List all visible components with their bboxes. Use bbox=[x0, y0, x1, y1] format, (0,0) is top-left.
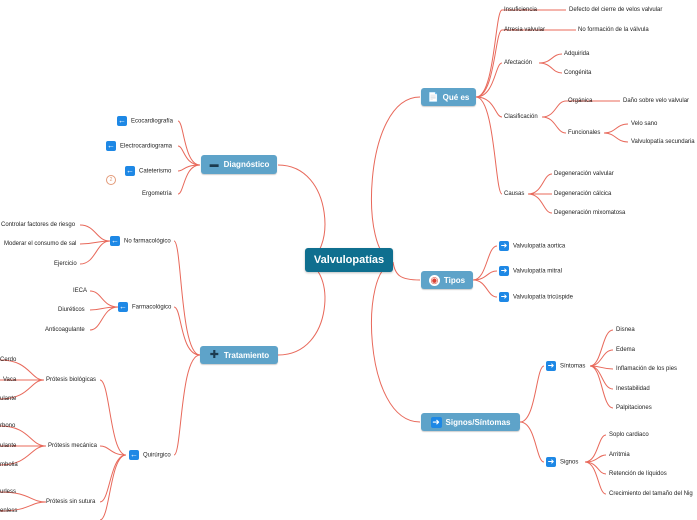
node-tipos-item[interactable]: ➜Valvulopatía tricúspide bbox=[499, 292, 573, 302]
node-organica-detail[interactable]: Daño sobre velo valvular bbox=[623, 98, 690, 104]
node-biologicas-item[interactable]: Vaca bbox=[3, 377, 17, 383]
arrow-left-icon: ← bbox=[118, 302, 128, 312]
node-afectacion-item[interactable]: Congénita bbox=[564, 70, 592, 76]
node-sin-sutura-item[interactable]: urless bbox=[0, 489, 17, 495]
node-signos-item[interactable]: Arritmia bbox=[609, 452, 630, 458]
node-signos-item[interactable]: Crecimiento del tamaño del Nig bbox=[609, 491, 693, 497]
node-diagnostico[interactable]: ▬ Diagnóstico bbox=[201, 155, 277, 174]
node-protesis-biologicas[interactable]: Prótesis biológicas bbox=[46, 377, 97, 383]
node-causas-item[interactable]: Degeneración mixomatosa bbox=[554, 210, 626, 216]
node-tratamiento-label: Tratamiento bbox=[223, 350, 270, 360]
node-que-es-label: Qué es bbox=[442, 92, 470, 102]
node-signos-sintomas[interactable]: ➜ Signos/Síntomas bbox=[421, 413, 520, 431]
node-no-farmacologico[interactable]: ←No farmacológico bbox=[110, 236, 171, 246]
node-diagnostico-item[interactable]: ←Cateterismo bbox=[125, 166, 172, 176]
arrow-left-icon: ← bbox=[129, 450, 139, 460]
minus-icon: ▬ bbox=[209, 159, 219, 169]
arrow-right-icon: ➜ bbox=[499, 241, 509, 251]
node-protesis-sin-sutura[interactable]: Prótesis sin sutura bbox=[46, 499, 96, 505]
node-tipos-item[interactable]: ➜Valvulopatía mitral bbox=[499, 266, 562, 276]
node-sintomas-item[interactable]: Disnea bbox=[616, 327, 635, 333]
node-sintomas-item[interactable]: Inestabilidad bbox=[616, 386, 650, 392]
node-farmacologico[interactable]: ←Farmacológico bbox=[118, 302, 172, 312]
arrow-left-icon: ← bbox=[110, 236, 120, 246]
arrow-right-icon: ➜ bbox=[499, 292, 509, 302]
node-biologicas-item[interactable]: ulante bbox=[0, 396, 17, 402]
arrow-right-icon: ➜ bbox=[499, 266, 509, 276]
node-signos[interactable]: ➜Signos bbox=[546, 457, 579, 467]
node-tratamiento[interactable]: ✚ Tratamiento bbox=[200, 346, 278, 364]
node-tipos[interactable]: ◉ Tipos bbox=[421, 271, 473, 289]
node-afectacion-item[interactable]: Adquirida bbox=[564, 51, 590, 57]
arrow-right-icon: ➜ bbox=[430, 416, 442, 428]
node-funcionales-item[interactable]: Valvulopatía secundaria bbox=[631, 139, 695, 145]
node-biologicas-item[interactable]: Cerdo bbox=[0, 357, 17, 363]
node-farmacologico-item[interactable]: Anticoagulante bbox=[45, 327, 85, 333]
node-no-farmacologico-item[interactable]: Moderar el consumo de sal bbox=[4, 241, 77, 247]
node-sintomas-item[interactable]: Inflamación de los pies bbox=[616, 366, 678, 372]
node-organica[interactable]: Orgánica bbox=[568, 98, 593, 104]
node-sintomas-item[interactable]: Edema bbox=[616, 347, 636, 353]
node-signos-item[interactable]: Soplo cardiaco bbox=[609, 432, 649, 438]
plus-icon: ✚ bbox=[209, 348, 219, 361]
node-insuficiencia[interactable]: Insuficiencia bbox=[504, 7, 538, 13]
node-causas[interactable]: Causas bbox=[504, 191, 525, 197]
node-quirurgico[interactable]: ←Quirúrgico bbox=[129, 450, 171, 460]
node-farmacologico-item[interactable]: IECA bbox=[73, 288, 88, 294]
arrow-right-icon: ➜ bbox=[546, 361, 556, 371]
node-afectacion[interactable]: Afectación bbox=[504, 60, 533, 66]
node-causas-item[interactable]: Degeneración valvular bbox=[554, 171, 614, 177]
document-icon: 📄 bbox=[427, 91, 439, 102]
node-causas-item[interactable]: Degeneración cálcica bbox=[554, 191, 612, 197]
node-tipos-item[interactable]: ➜Valvulopatía aortica bbox=[499, 241, 566, 251]
node-diagnostico-label: Diagnóstico bbox=[223, 160, 270, 169]
node-protesis-mecanica[interactable]: Prótesis mecánica bbox=[48, 443, 98, 449]
node-mecanica-item[interactable]: mbolia bbox=[0, 462, 18, 468]
node-farmacologico-item[interactable]: Diuréticos bbox=[58, 307, 85, 313]
node-diagnostico-item[interactable]: ←Ecocardiografía bbox=[117, 116, 174, 126]
node-funcionales-item[interactable]: Velo sano bbox=[631, 121, 658, 127]
node-no-farmacologico-item[interactable]: Controlar factores de riesgo bbox=[1, 222, 76, 228]
node-atresia[interactable]: Atresia valvular bbox=[504, 27, 546, 33]
node-sintomas[interactable]: ➜Síntomas bbox=[546, 361, 586, 371]
node-diagnostico-item[interactable]: ←Electrocardiograma bbox=[106, 141, 173, 151]
node-mecanica-item[interactable]: ulante bbox=[0, 443, 17, 449]
node-mecanica-item[interactable]: rbono bbox=[0, 423, 16, 429]
node-signos-sintomas-label: Signos/Síntomas bbox=[445, 417, 511, 427]
node-que-es[interactable]: 📄 Qué es bbox=[421, 88, 476, 106]
node-sin-sutura-item[interactable]: enless bbox=[0, 508, 18, 514]
collapse-badge[interactable]: 2 bbox=[106, 175, 134, 185]
collapsed-count-icon: 2 bbox=[106, 175, 116, 185]
node-tipos-label: Tipos bbox=[443, 275, 466, 285]
arrow-right-icon: ➜ bbox=[546, 457, 556, 467]
arrow-left-icon: ← bbox=[106, 141, 116, 151]
node-clasificacion[interactable]: Clasificación bbox=[504, 114, 538, 120]
node-insuficiencia-detail[interactable]: Defecto del cierre de velos valvular bbox=[569, 7, 663, 13]
arrow-left-icon: ← bbox=[125, 166, 135, 176]
node-signos-item[interactable]: Retención de líquidos bbox=[609, 471, 667, 477]
node-sintomas-item[interactable]: Palpitaciones bbox=[616, 405, 652, 411]
arrow-left-icon: ← bbox=[117, 116, 127, 126]
node-no-farmacologico-item[interactable]: Ejercicio bbox=[54, 261, 77, 267]
root-label: Valvulopatías bbox=[313, 254, 385, 266]
node-funcionales[interactable]: Funcionales bbox=[568, 130, 601, 136]
target-icon: ◉ bbox=[428, 274, 440, 286]
node-diagnostico-item[interactable]: Ergometría bbox=[142, 191, 172, 197]
node-atresia-detail[interactable]: No formación de la válvula bbox=[578, 27, 649, 33]
root-node[interactable]: Valvulopatías bbox=[305, 248, 393, 272]
